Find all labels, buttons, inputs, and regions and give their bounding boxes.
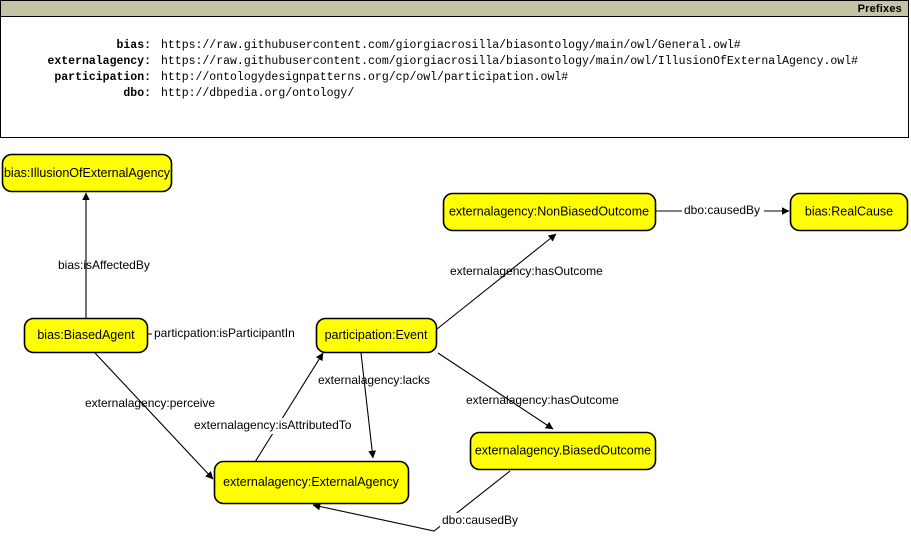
prefix-key: externalagency: <box>47 55 151 68</box>
prefix-key: bias: <box>116 39 151 52</box>
node-label: externalagency.BiasedOutcome <box>475 443 651 457</box>
prefix-row: dbo: http://dbpedia.org/ontology/ <box>1 87 858 103</box>
node-real-cause[interactable]: bias:RealCause <box>789 192 909 232</box>
prefix-key: participation: <box>54 71 151 84</box>
edge-bias-isAffectedBy: bias:isAffectedBy <box>58 192 150 318</box>
edge-label-backdrop <box>440 513 532 529</box>
prefix-row: externalagency: https://raw.githubuserco… <box>1 55 858 71</box>
prefix-value: http://dbpedia.org/ontology/ <box>161 87 355 100</box>
edge-line <box>94 352 214 480</box>
edge-label: externalagency:lacks <box>318 373 430 387</box>
node-non-biased-outcome[interactable]: externalagency:NonBiasedOutcome <box>442 192 657 232</box>
edge-label-backdrop <box>192 418 352 434</box>
node-box[interactable] <box>23 317 149 354</box>
prefixes-panel: Prefixes bias: https://raw.githubusercon… <box>0 0 909 138</box>
edge-label: dbo:causedBy <box>442 513 518 527</box>
edge-externalagency-lacks: externalagency:lacks <box>318 352 430 459</box>
edge-label: bias:isAffectedBy <box>58 258 150 272</box>
edge-label: externalagency:perceive <box>85 396 215 410</box>
edge-label: particpation:isParticipantIn <box>154 326 295 340</box>
node-illusion-of-external-agency[interactable]: bias:IllusionOfExternalAgency <box>1 153 173 193</box>
edge-hasOutcome-biased: externalagency:hasOutcome <box>437 352 619 430</box>
edge-externalagency-perceive: externalagency:perceive <box>85 352 215 480</box>
edge-line <box>312 470 511 532</box>
node-box[interactable] <box>315 317 438 354</box>
node-box[interactable] <box>1 153 173 193</box>
node-box[interactable] <box>213 460 410 505</box>
prefixes-body: bias: https://raw.githubusercontent.com/… <box>1 17 908 103</box>
prefix-row: participation: http://ontologydesignpatt… <box>1 71 858 87</box>
node-label: participation:Event <box>325 328 428 342</box>
edge-label: externalagency:hasOutcome <box>450 264 603 278</box>
prefix-value: https://raw.githubusercontent.com/giorgi… <box>161 55 859 68</box>
edge-line <box>360 352 377 459</box>
edge-line <box>254 352 324 463</box>
edge-line <box>436 233 557 330</box>
node-label: bias:IllusionOfExternalAgency <box>4 166 171 180</box>
edge-hasOutcome-nonbiased: externalagency:hasOutcome <box>436 233 603 330</box>
edge-label: dbo:causedBy <box>684 203 760 217</box>
prefix-row: bias: https://raw.githubusercontent.com/… <box>1 39 858 55</box>
node-box[interactable] <box>469 431 657 471</box>
edge-label: externalagency:isAttributedTo <box>194 418 352 432</box>
prefixes-title: Prefixes <box>857 2 902 15</box>
edge-particpation-isParticipantIn: particpation:isParticipantIn <box>147 326 318 342</box>
node-label: bias:BiasedAgent <box>37 328 135 342</box>
prefix-key: dbo: <box>123 87 151 100</box>
edge-label-backdrop <box>152 326 316 342</box>
edge-externalagency-isAttributedTo: externalagency:isAttributedTo <box>192 352 352 463</box>
prefix-value: http://ontologydesignpatterns.org/cp/owl… <box>161 71 569 84</box>
edge-label-backdrop <box>682 203 764 219</box>
node-box[interactable] <box>789 192 909 232</box>
node-participation-event[interactable]: participation:Event <box>315 317 438 354</box>
node-biased-agent[interactable]: bias:BiasedAgent <box>23 317 149 354</box>
edge-line <box>437 352 554 430</box>
prefix-value: https://raw.githubusercontent.com/giorgi… <box>161 39 741 52</box>
node-label: bias:RealCause <box>805 204 893 218</box>
node-external-agency[interactable]: externalagency:ExternalAgency <box>213 460 410 505</box>
ontology-graph: bias:isAffectedBy particpation:isPartici… <box>1 153 909 532</box>
prefixes-titlebar: Prefixes <box>1 1 908 17</box>
node-label: externalagency:NonBiasedOutcome <box>449 204 649 218</box>
prefixes-table: bias: https://raw.githubusercontent.com/… <box>1 39 858 103</box>
node-biased-outcome[interactable]: externalagency.BiasedOutcome <box>469 431 657 471</box>
edge-label: externalagency:hasOutcome <box>466 393 619 407</box>
edge-dbo-causedBy-externalagency: dbo:causedBy <box>312 470 532 532</box>
node-label: externalagency:ExternalAgency <box>223 475 400 489</box>
node-box[interactable] <box>442 192 657 232</box>
edge-dbo-causedBy-realcause: dbo:causedBy <box>656 203 790 219</box>
